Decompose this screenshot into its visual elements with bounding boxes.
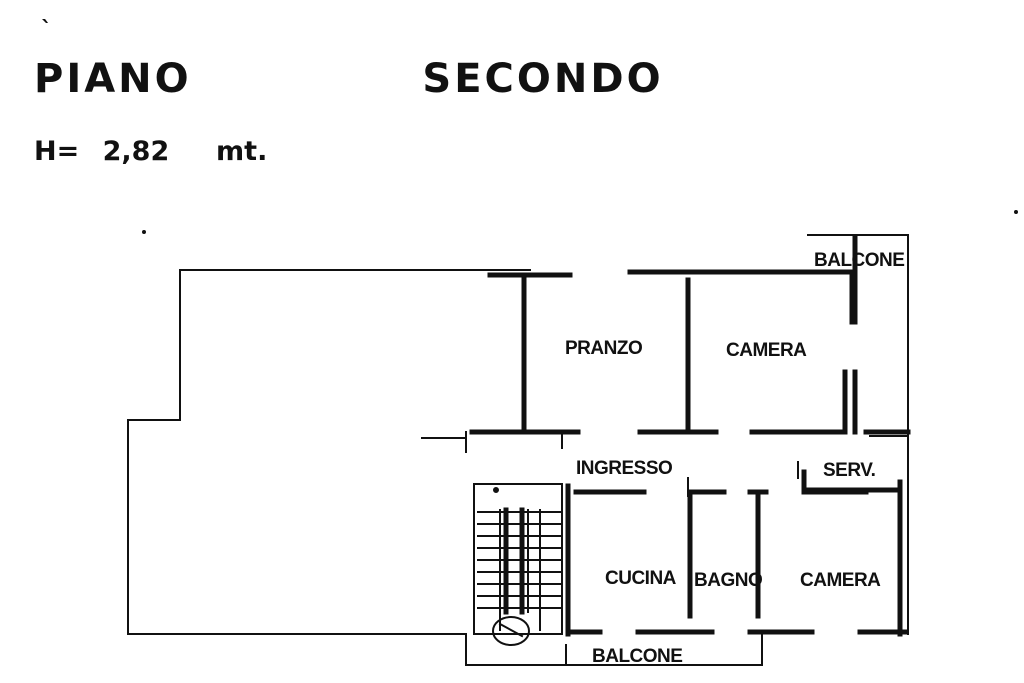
room-label-camera-bottom: CAMERA	[800, 570, 881, 591]
room-label-ingresso: INGRESSO	[576, 458, 672, 479]
stray-mark: `	[41, 18, 52, 43]
room-label-camera-top: CAMERA	[726, 340, 807, 361]
stray-dot	[1014, 210, 1018, 214]
exterior-walls	[487, 235, 908, 637]
ceiling-height-note: H= 2,82 mt.	[34, 136, 268, 167]
wall-stubs	[421, 431, 909, 497]
staircase	[473, 483, 563, 646]
room-label-balcone-bottom: BALCONE	[592, 646, 682, 667]
room-label-serv: SERV.	[823, 460, 875, 481]
roof-outline	[127, 234, 909, 666]
stray-dot	[142, 230, 146, 234]
page-title: PIANO SECONDO	[34, 56, 664, 102]
interior-walls	[469, 272, 911, 637]
room-label-cucina: CUCINA	[605, 568, 677, 589]
room-label-bagno: BAGNO	[694, 570, 762, 591]
room-label-balcone-top: BALCONE	[814, 250, 904, 271]
room-label-pranzo: PRANZO	[565, 338, 642, 359]
